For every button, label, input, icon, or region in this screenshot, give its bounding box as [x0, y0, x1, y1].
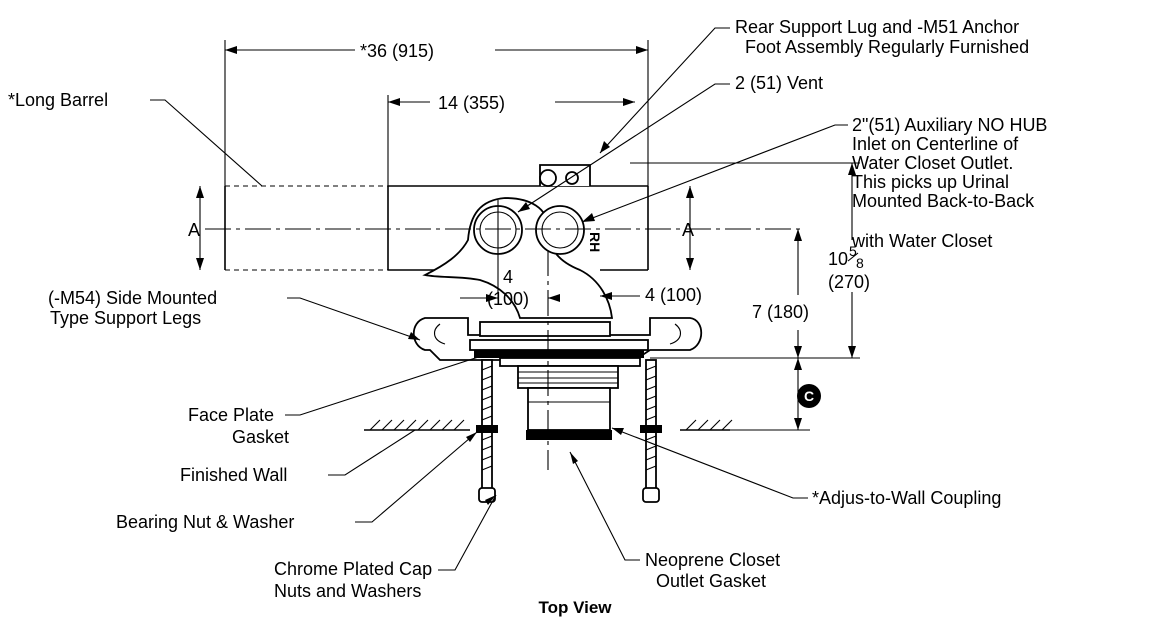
dimension-overall: [224, 40, 649, 186]
adjus-to-wall-coupling: [517, 365, 619, 440]
dim-offset-left-2: (100): [487, 289, 529, 309]
label-aux-2: Inlet on Centerline of: [852, 134, 1019, 154]
label-side-legs-2: Type Support Legs: [50, 308, 201, 328]
label-cap-nuts-1: Chrome Plated Cap: [274, 559, 432, 579]
label-rear-support-2: Foot Assembly Regularly Furnished: [745, 37, 1029, 57]
label-side-legs-1: (-M54) Side Mounted: [48, 288, 217, 308]
dim-height-10-frac-den: 8: [856, 255, 864, 271]
left-stud-assembly: [476, 359, 498, 503]
label-section-a-right: A: [682, 220, 694, 240]
label-face-plate-2: Gasket: [232, 427, 289, 447]
leader-lines: [150, 27, 848, 571]
label-rh: RH: [587, 232, 603, 252]
label-aux-6: with Water Closet: [851, 231, 992, 251]
dim-overall: *36 (915): [360, 41, 434, 61]
label-aux-1: 2"(51) Auxiliary NO HUB: [852, 115, 1047, 135]
label-vent: 2 (51) Vent: [735, 73, 823, 93]
label-section-a-left: A: [188, 220, 200, 240]
label-aux-3: Water Closet Outlet.: [852, 153, 1013, 173]
centerline-symbol: C: [797, 384, 821, 408]
label-finished-wall: Finished Wall: [180, 465, 287, 485]
dimension-offsets: [460, 292, 640, 302]
finished-wall-hatch: [364, 419, 733, 431]
dim-height-10-frac-num: 5: [849, 243, 857, 259]
dim-height-10-mm: (270): [828, 272, 870, 292]
dimension-heights: [630, 162, 860, 431]
label-adjus-coupling: *Adjus-to-Wall Coupling: [812, 488, 1001, 508]
label-face-plate-1: Face Plate: [188, 405, 274, 425]
dim-height-10-whole: 10: [828, 249, 848, 269]
label-neoprene-2: Outlet Gasket: [656, 571, 766, 591]
label-cap-nuts-2: Nuts and Washers: [274, 581, 421, 601]
dimension-body: [387, 95, 635, 186]
label-rear-support-1: Rear Support Lug and -M51 Anchor: [735, 17, 1019, 37]
dim-offset-left-1: 4: [503, 267, 513, 287]
label-bearing-nut: Bearing Nut & Washer: [116, 512, 294, 532]
face-plate: [469, 339, 649, 367]
centerline-mark: C: [804, 388, 814, 404]
centerlines: [205, 200, 800, 470]
dimension-section-a: [196, 186, 694, 270]
rear-support-lug: [539, 164, 591, 187]
fitting-casting: [422, 197, 614, 319]
dim-offset-right: 4 (100): [645, 285, 702, 305]
label-aux-4: This picks up Urinal: [852, 172, 1009, 192]
label-long-barrel: *Long Barrel: [8, 90, 108, 110]
dim-height-7: 7 (180): [752, 302, 809, 322]
long-barrel-body: [224, 185, 649, 271]
label-neoprene-1: Neoprene Closet: [645, 550, 780, 570]
right-stud-assembly: [640, 359, 662, 503]
view-title: Top View: [538, 598, 612, 617]
dim-body: 14 (355): [438, 93, 505, 113]
label-aux-5: Mounted Back-to-Back: [852, 191, 1035, 211]
